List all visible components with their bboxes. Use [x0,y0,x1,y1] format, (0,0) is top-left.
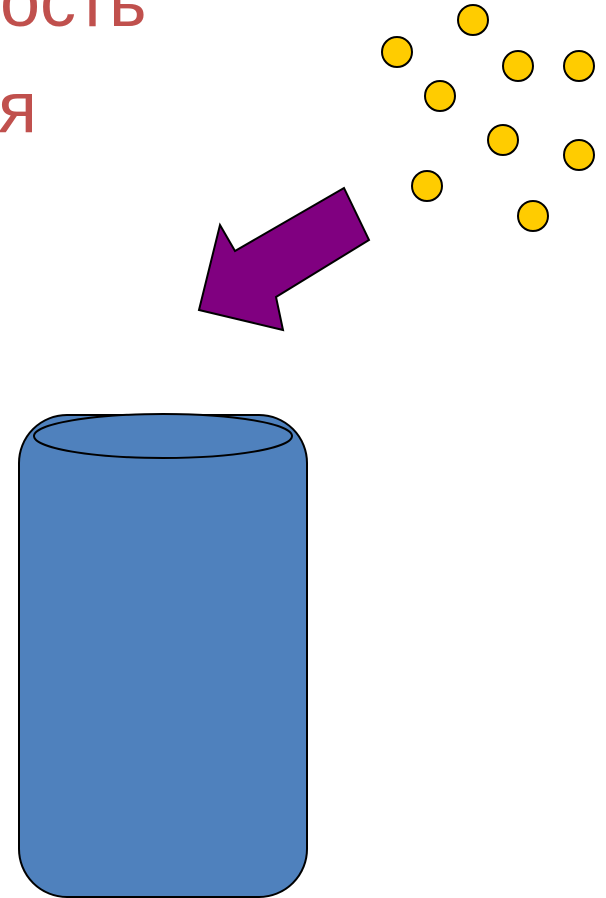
particle [381,36,413,68]
title-text-line-1: ость [0,0,147,42]
particle [563,50,595,82]
particle [502,50,534,82]
particle [424,80,456,112]
arrow-shape [197,186,371,332]
container-body [18,414,308,898]
particle [563,139,595,171]
container-shape [18,413,308,898]
container-top-ellipse [33,413,293,459]
particle [517,200,549,232]
particles-group [381,4,595,232]
particle [411,170,443,202]
particle [487,124,519,156]
title-text-line-2: я [0,68,37,148]
particle [457,4,489,36]
